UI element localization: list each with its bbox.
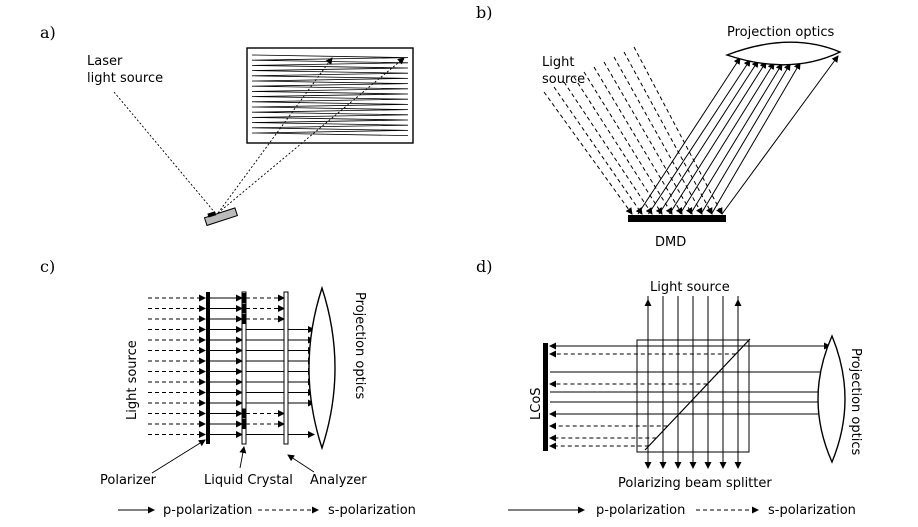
incident-ray [623,51,713,215]
reflected-ray [679,62,775,215]
panel-c-letter: c) [40,257,55,276]
incident-ray [553,86,643,215]
light-source-label-d: Light source [650,280,730,295]
reflected-ray [700,63,791,215]
light-source-label-c: Light source [125,340,140,420]
analyzer-plate [283,291,289,445]
lc-active-segment [242,408,246,419]
reflected-ray [648,59,751,215]
panel-b: b) Projection optics Light source DMD [476,3,842,250]
laser-label-line1: Laser [87,54,123,69]
incident-ray [613,56,703,215]
lc-active-segment [242,314,246,324]
reflected-ray [658,60,759,215]
scanned-beam-right [217,57,405,214]
lcos-panel [543,343,548,451]
projection-lens-b [724,41,842,66]
laser-beam-incident [113,91,217,215]
panel-a: a) Laser light source [40,23,414,227]
light-rays-d [549,296,831,469]
legend-s-label-c: s-polarization [328,503,416,518]
reflected-ray [721,55,839,215]
incident-ray [633,46,723,215]
projection-screen [246,47,414,144]
lc-active-segment [242,293,246,303]
light-source-label-b-line1: Light [542,55,574,70]
liquid-crystal-label: Liquid Crystal [204,473,293,488]
legend-p-label-c: p-polarization [163,503,252,518]
legend-s-label-d: s-polarization [768,503,856,518]
panel-d-letter: d) [476,257,492,276]
analyzer-pointer [287,454,315,473]
legend-p-label-d: p-polarization [596,503,685,518]
reflected-ray [669,61,767,215]
liquid-crystal-pointer [239,446,247,469]
incident-ray [593,66,683,215]
panel-a-letter: a) [40,23,56,42]
panel-d: d) Light source LCoS Projection optics P… [476,257,863,518]
reflected-light-rays-b [637,55,839,215]
polarizer-pointer [151,439,206,474]
panel-b-letter: b) [476,3,492,22]
laser-label-line2: light source [87,71,163,86]
light-rays-c [148,294,315,438]
projection-optics-label-d: Projection optics [848,348,863,455]
reflected-ray [690,63,783,215]
incident-ray [603,61,693,215]
lc-active-segment [242,419,246,429]
incident-ray [563,81,653,215]
reflected-ray [711,62,801,215]
raster-scan-pattern [251,54,409,136]
polarizer-plate [206,292,210,444]
panel-c: c) Light source Projection optics Polari… [40,257,416,518]
analyzer-label: Analyzer [310,473,367,488]
incident-ray [543,91,633,215]
projection-optics-label-b: Projection optics [727,25,834,40]
dmd-label: DMD [655,235,686,250]
incident-ray [573,76,663,215]
projection-optics-label-c: Projection optics [352,292,367,399]
lc-active-segment [242,303,246,314]
scanning-mirror-icon [203,207,239,227]
projection-lens-c [308,285,336,451]
pbs-label: Polarizing beam splitter [618,476,772,491]
liquid-crystal-panel [241,291,247,445]
projection-lens-d [817,334,846,464]
scanned-beam-left [217,57,333,214]
polarizer-label: Polarizer [100,473,157,488]
reflected-ray [637,57,741,215]
dmd-chip [628,215,726,222]
light-source-label-b-line2: source [542,72,585,87]
liquid-crystal-active-segments [242,293,246,429]
beam-splitter-diagonal [644,338,751,451]
lcos-label: LCoS [529,387,544,420]
